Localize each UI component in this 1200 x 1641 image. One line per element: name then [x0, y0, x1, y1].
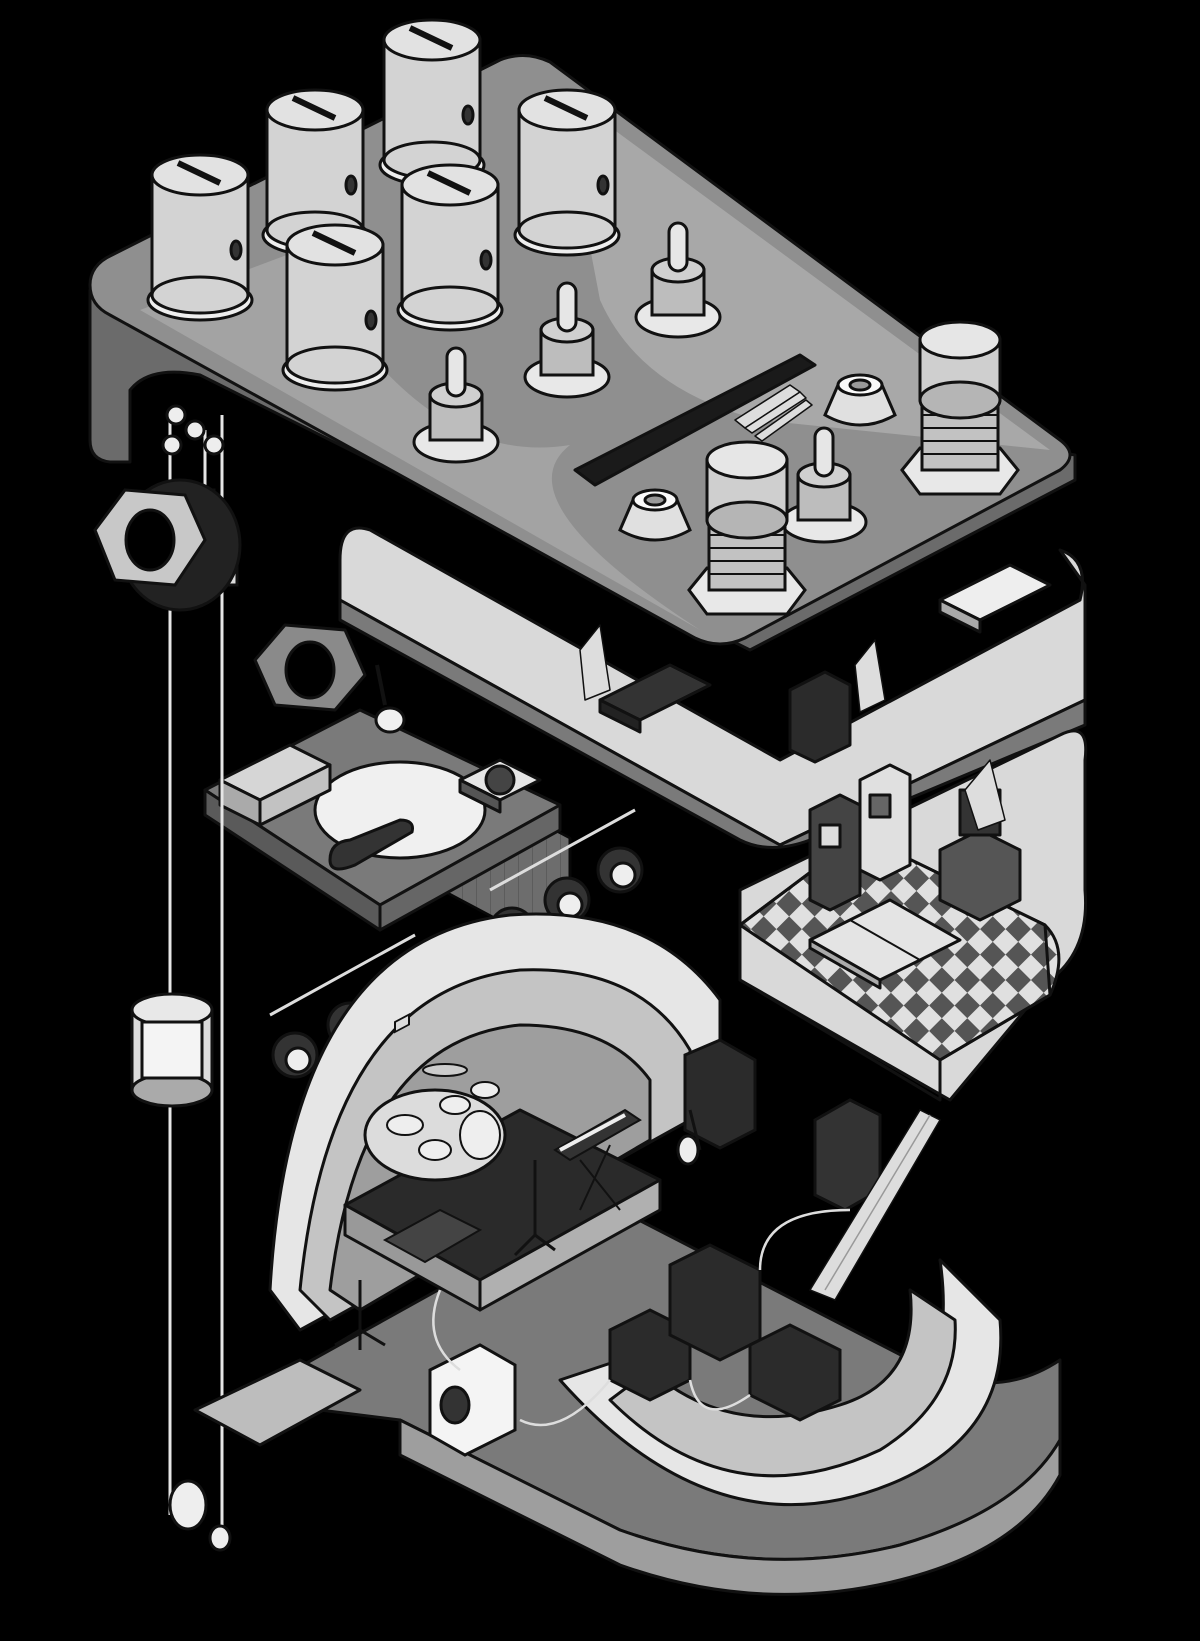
pedalboard-icon: [382, 1012, 483, 1264]
led-bezel-icon: [823, 373, 897, 427]
spotlight-icon: [596, 846, 644, 894]
staircase-icon: [964, 759, 1006, 831]
knob-group: [146, 18, 621, 392]
pulley-system: [93, 404, 242, 1552]
speaker-cabinet-icon: [428, 1343, 517, 1457]
road-case-icon: [788, 670, 852, 764]
cable-runs: [432, 1208, 851, 1427]
hex-nut-icon: [93, 478, 242, 612]
ping-pong-table-icon: [808, 898, 962, 990]
pedal-slot-opening: [573, 353, 817, 487]
games-room: [738, 729, 1088, 1102]
entry-corridor: [193, 1358, 362, 1447]
staircase-icon: [808, 1109, 942, 1301]
spotlight-icon: [271, 1031, 319, 1079]
bench-icon: [598, 663, 712, 734]
pulley-icon: [161, 404, 225, 456]
drum-riser: [363, 1088, 507, 1182]
road-case-icon: [608, 1038, 842, 1422]
staircase-icon: [579, 624, 886, 713]
knob-icon[interactable]: [513, 88, 621, 257]
toggle-switch-icon[interactable]: [634, 221, 722, 339]
toggle-switch-icon[interactable]: [412, 346, 500, 464]
led-bezel-icon: [618, 488, 692, 542]
drum-kit-icon: [386, 1063, 501, 1161]
knob-icon[interactable]: [281, 223, 389, 392]
round-rug: [313, 760, 487, 860]
guitar-case-icon: [328, 818, 414, 871]
knob-icon[interactable]: [378, 18, 486, 187]
bench-icon: [938, 563, 1052, 634]
counterweight-icon: [130, 992, 214, 1108]
toggle-switch-icon[interactable]: [523, 281, 611, 399]
toggle-group: [412, 221, 868, 544]
guitar-icon: [676, 1109, 702, 1166]
footswitch-icon[interactable]: [687, 440, 807, 616]
footswitch-icon[interactable]: [900, 320, 1020, 496]
knob-icon[interactable]: [146, 153, 254, 322]
sofa-icon: [218, 743, 332, 827]
keyboard-icon: [553, 1108, 642, 1211]
guitar-icon: [374, 664, 406, 734]
living-room: [203, 623, 562, 932]
turntable-icon: [458, 758, 542, 814]
led-bezel-group: [618, 373, 897, 542]
knob-icon[interactable]: [396, 163, 504, 332]
arcade-cabinet-icon: [808, 793, 862, 912]
knob-icon[interactable]: [261, 88, 369, 257]
hex-nut-icon: [253, 623, 367, 712]
staircase-icon: [734, 384, 813, 442]
arcade-cabinet-icon: [858, 763, 912, 882]
footswitch-group: [687, 320, 1020, 616]
mic-stand-icon: [334, 1160, 556, 1350]
